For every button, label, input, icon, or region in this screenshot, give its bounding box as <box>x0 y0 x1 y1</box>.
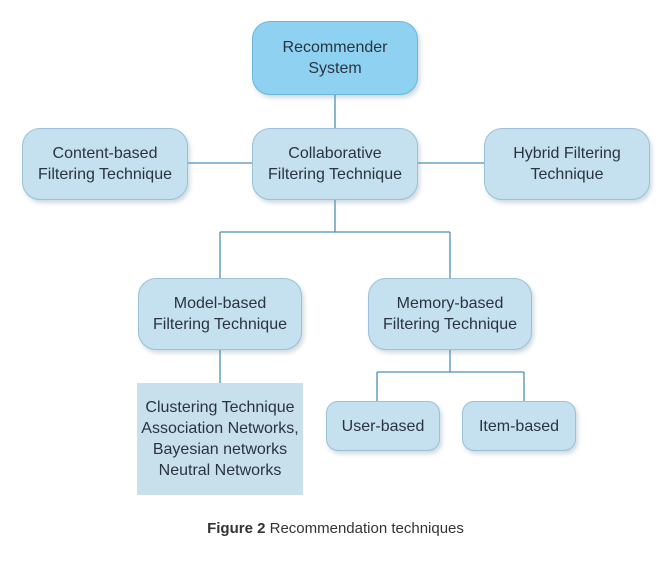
figure-number: Figure 2 <box>207 520 266 537</box>
item-based-node: Item-based <box>462 401 576 451</box>
node-label-line2: System <box>308 60 362 77</box>
node-label-line2: Filtering Technique <box>37 166 172 183</box>
connector-lines <box>188 95 525 401</box>
list-item: Bayesian networks <box>152 441 288 458</box>
content-based-node: Content-based Filtering Technique <box>22 128 188 200</box>
figure-caption: Figure 2 Recommendation techniques <box>0 520 671 537</box>
memory-based-node: Memory-based Filtering Technique <box>368 278 532 350</box>
node-label-line2: Filtering Technique <box>382 316 517 333</box>
collaborative-node: Collaborative Filtering Technique <box>252 128 418 200</box>
hybrid-node: Hybrid Filtering Technique <box>484 128 650 200</box>
node-label-line1: Recommender <box>282 39 388 56</box>
node-label-line1: Collaborative <box>288 145 382 162</box>
model-based-node: Model-based Filtering Technique <box>138 278 302 350</box>
node-label-line2: Filtering Technique <box>267 166 402 183</box>
node-label-line1: Content-based <box>52 145 158 162</box>
figure-title: Recommendation techniques <box>269 520 464 537</box>
node-label: Item-based <box>478 417 560 435</box>
node-label-line1: Model-based <box>173 295 267 312</box>
model-techniques-list: Clustering Technique Association Network… <box>137 383 303 495</box>
node-label-line2: Filtering Technique <box>152 316 287 333</box>
recommendation-techniques-diagram: Recommender System Content-based Filteri… <box>22 21 650 495</box>
node-label-line1: Hybrid Filtering <box>513 145 621 162</box>
list-item: Clustering Technique <box>145 399 295 416</box>
node-label-line2: Technique <box>530 166 604 183</box>
recommender-system-node: Recommender System <box>252 21 418 95</box>
list-item: Neutral Networks <box>158 462 282 479</box>
node-label: User-based <box>341 417 425 435</box>
list-item: Association Networks, <box>141 420 299 437</box>
node-label-line1: Memory-based <box>396 295 504 312</box>
user-based-node: User-based <box>326 401 440 451</box>
